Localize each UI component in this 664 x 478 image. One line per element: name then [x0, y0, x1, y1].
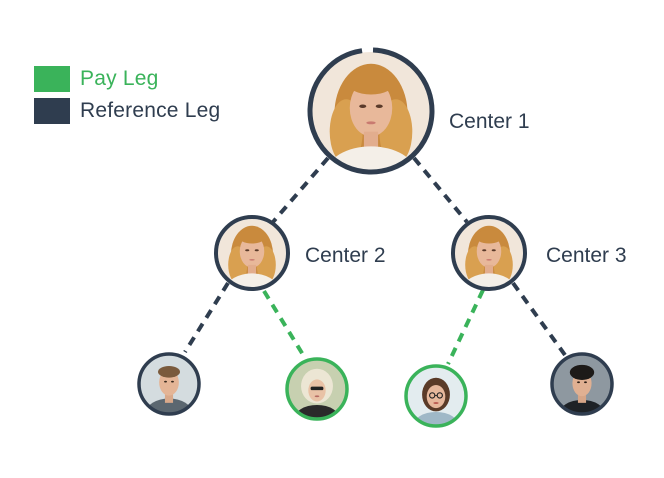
blonde-woman-avatar [288, 360, 346, 418]
legend: Pay Leg Reference Leg [34, 66, 220, 130]
reference-leg-line [511, 281, 567, 357]
woman-portrait-avatar [312, 52, 430, 170]
pay-leg-swatch [34, 66, 70, 92]
center-3-label: Center 3 [546, 244, 627, 267]
leaf-node-reference [550, 352, 614, 416]
center-1-node: Center 1 [307, 47, 530, 175]
reference-leg-line [412, 156, 469, 224]
woman-portrait-avatar [218, 219, 286, 287]
leaf-node-pay [285, 357, 349, 421]
leaf-node-reference [137, 352, 201, 416]
leaf-node-pay [404, 364, 468, 441]
pay-leg-label: Pay Leg [80, 67, 159, 90]
pay-leg-line [262, 289, 307, 360]
reference-leg-label: Reference Leg [80, 99, 221, 122]
man-portrait-avatar [140, 355, 198, 413]
pay-leg-line [446, 289, 485, 365]
young-man-avatar [553, 355, 611, 413]
reference-leg-line [271, 156, 330, 224]
center-3-node: Center 3 [451, 215, 627, 291]
woman-glasses-avatar [407, 367, 465, 441]
center-2-node: Center 2 [214, 215, 386, 291]
legend-item-reference-leg: Reference Leg [34, 98, 220, 124]
legend-item-pay-leg: Pay Leg [34, 66, 220, 92]
reference-leg-line [183, 281, 230, 354]
woman-portrait-avatar [455, 219, 523, 287]
reference-leg-swatch [34, 98, 70, 124]
center-1-label: Center 1 [449, 110, 530, 133]
center-2-label: Center 2 [305, 244, 386, 267]
